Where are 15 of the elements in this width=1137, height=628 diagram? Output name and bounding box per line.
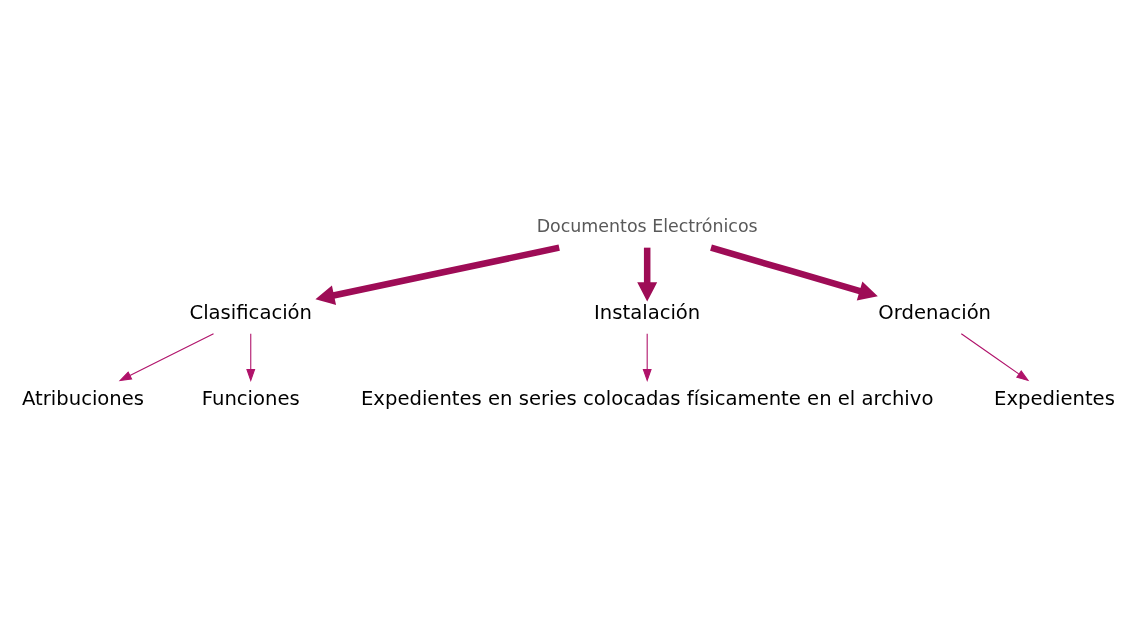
arrow	[642, 333, 652, 383]
arrow	[637, 247, 658, 302]
arrow	[246, 333, 256, 383]
node-text: Instalación	[594, 300, 701, 324]
node-text: Ordenación	[878, 300, 992, 324]
arrow	[315, 244, 560, 306]
node-text: Clasificación	[189, 300, 313, 324]
node-text: Atribuciones	[22, 386, 145, 410]
arrow	[710, 244, 878, 301]
node-text: Expedientes	[994, 386, 1115, 410]
node-text: Expedientes en series colocadas físicamente en el archivo	[360, 386, 934, 410]
node-text: Funciones	[201, 386, 300, 410]
arrow	[960, 333, 1030, 382]
arrow	[118, 333, 215, 382]
node-text: Documentos Electrónicos	[536, 216, 758, 237]
